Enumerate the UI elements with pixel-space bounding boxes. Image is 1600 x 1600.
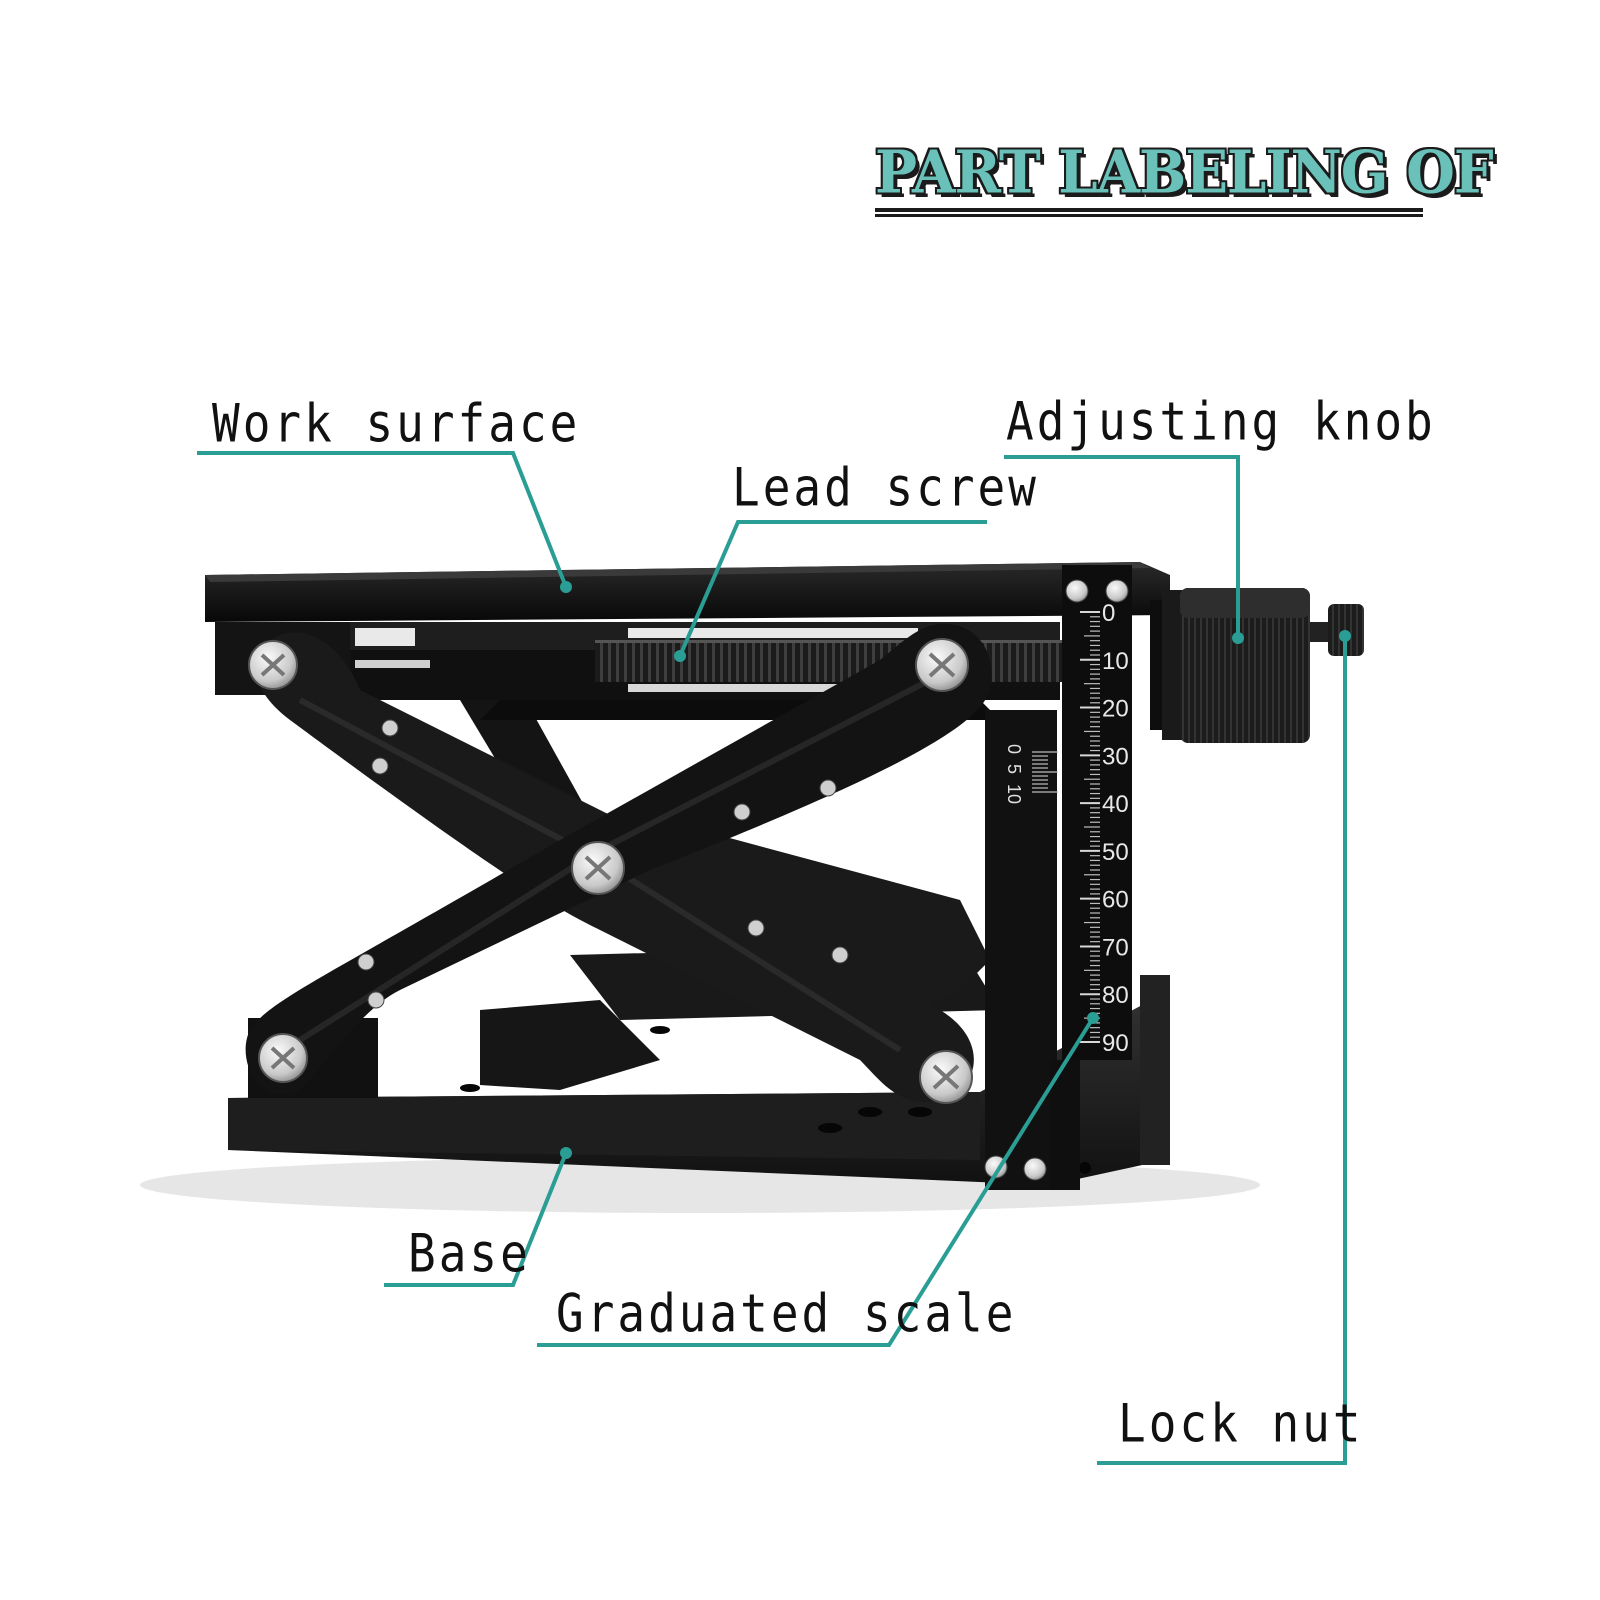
leader-base [384,1152,568,1287]
scale-label: 10 [1102,648,1129,675]
scale-label: 30 [1102,743,1129,770]
label-lock-nut: Lock nut [1118,1392,1364,1455]
leader-endpoints [560,581,1351,1159]
label-adjusting-knob: Adjusting knob [1006,390,1436,453]
screw-top-right [915,638,969,692]
vernier-label: 0 [1004,744,1024,754]
label-graduated-scale: Graduated scale [556,1282,1017,1345]
scale-label: 90 [1102,1030,1129,1057]
lock-nut [1328,604,1364,656]
label-work-surface: Work surface [212,392,581,455]
vernier-label: 10 [1004,784,1024,804]
vernier-number-labels: 0 5 10 [1004,744,1024,804]
page-title: PART LABELING OF [875,138,1494,208]
adjusting-knob [1180,588,1310,743]
title-underline-secondary [875,214,1423,217]
label-lead-screw: Lead screw [732,456,1039,519]
graduated-scale-bracket: 0 10 20 30 40 50 60 70 80 90 0 5 10 [984,565,1132,1190]
vernier-tick-marks [1032,751,1058,793]
leader-lock-nut [1097,636,1347,1465]
screw-bottom-right [919,1050,973,1104]
screw-bottom-left [258,1033,308,1083]
leader-adjusting-knob [1004,455,1240,638]
scale-label: 20 [1102,696,1129,723]
scale-label: 70 [1102,934,1129,961]
scale-number-labels: 0 10 20 30 40 50 60 70 80 90 [1102,600,1129,1057]
scale-tick-marks [1080,611,1100,1043]
scale-label: 40 [1102,791,1129,818]
pivot-screws [248,638,973,1104]
title-underline [875,208,1423,212]
scale-label: 50 [1102,839,1129,866]
scale-label: 80 [1102,982,1129,1009]
lead-screw-rod [595,642,1065,682]
leader-lines [197,451,1347,1465]
label-base: Base [408,1222,531,1285]
leader-graduated-scale [537,1016,1095,1347]
screw-top-left [248,640,298,690]
screw-center [571,841,625,895]
scale-label: 0 [1102,600,1115,627]
leader-work-surface [197,451,568,588]
scale-label: 60 [1102,887,1129,914]
leader-lead-screw [678,520,987,657]
adjusting-knob-assembly [1150,588,1364,743]
vernier-label: 5 [1004,764,1024,774]
